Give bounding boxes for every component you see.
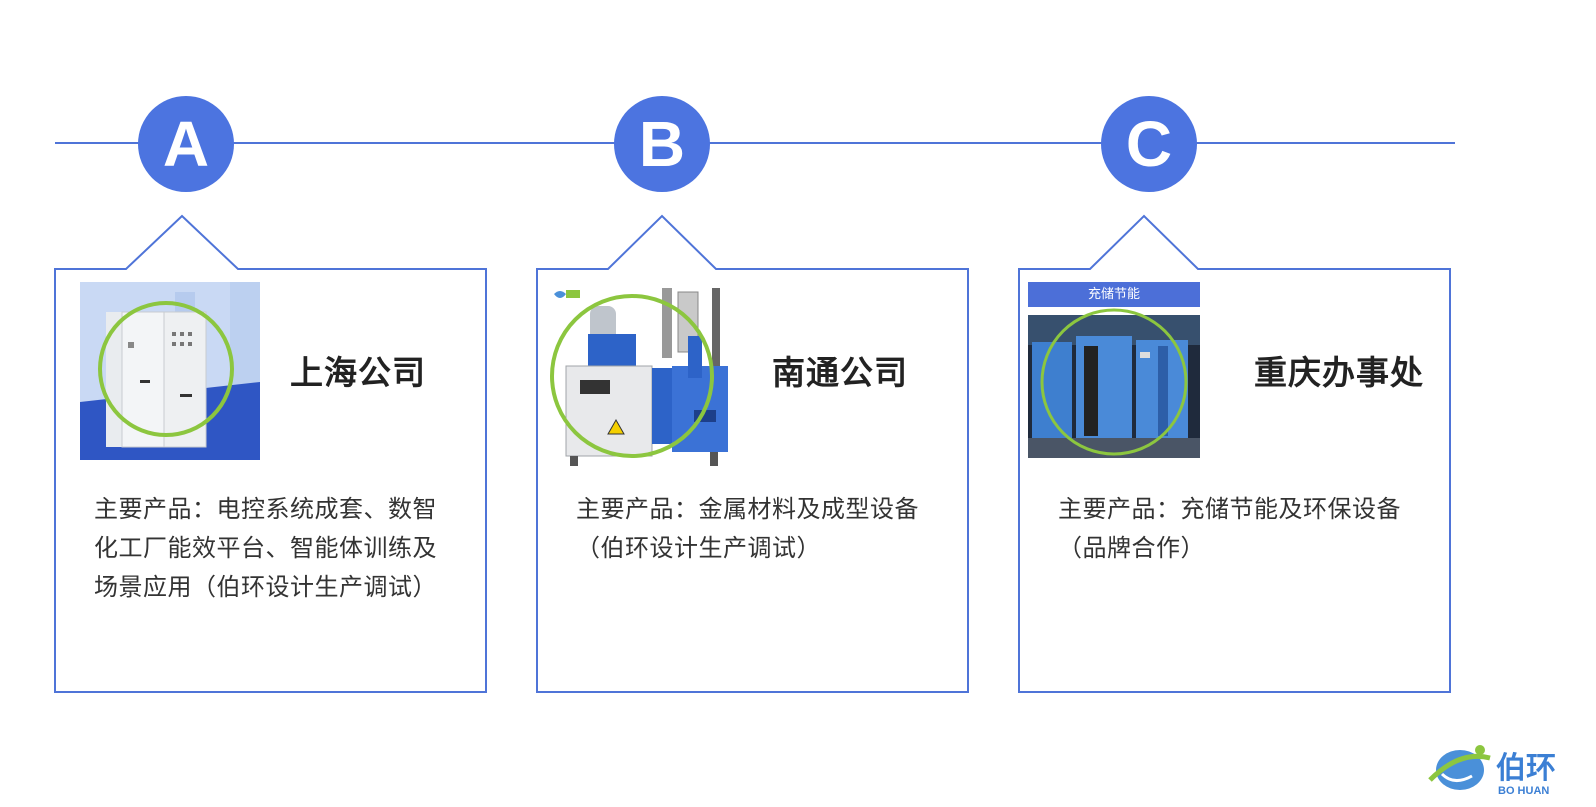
card-chongqing: 充储节能 重庆办事处 主要产品：充储节能及环保设备（品牌合作） [1018,214,1451,693]
bohuan-logo: 伯环 BO HUAN [1428,736,1568,800]
card-description: 主要产品：充储节能及环保设备（品牌合作） [1058,495,1401,562]
card-shanghai: 上海公司 主要产品：电控系统成套、数智化工厂能效平台、智能体训练及场景应用（伯环… [54,214,487,693]
timeline-line [55,142,1455,144]
svg-text:BO HUAN: BO HUAN [1498,785,1549,797]
card-description: 主要产品：电控系统成套、数智化工厂能效平台、智能体训练及场景应用（伯环设计生产调… [94,495,437,601]
card-title: 南通公司 [772,353,908,392]
card-title: 上海公司 [290,353,426,392]
marker-b: B [614,96,710,192]
marker-c: C [1101,96,1197,192]
product-image-cabinet [80,282,260,460]
product-image-energy-storage: 充储节能 [1028,282,1200,458]
card-title: 重庆办事处 [1254,353,1424,392]
image-banner: 充储节能 [1028,282,1200,307]
card-description: 主要产品：金属材料及成型设备（伯环设计生产调试） [576,495,919,562]
svg-text:伯环: 伯环 [1496,751,1556,786]
card-frame [536,214,969,693]
marker-a: A [138,96,234,192]
card-frame [1018,214,1451,693]
card-frame [54,214,487,693]
product-image-hydraulic-machine [550,284,734,468]
card-nantong: 南通公司 主要产品：金属材料及成型设备（伯环设计生产调试） [536,214,969,693]
